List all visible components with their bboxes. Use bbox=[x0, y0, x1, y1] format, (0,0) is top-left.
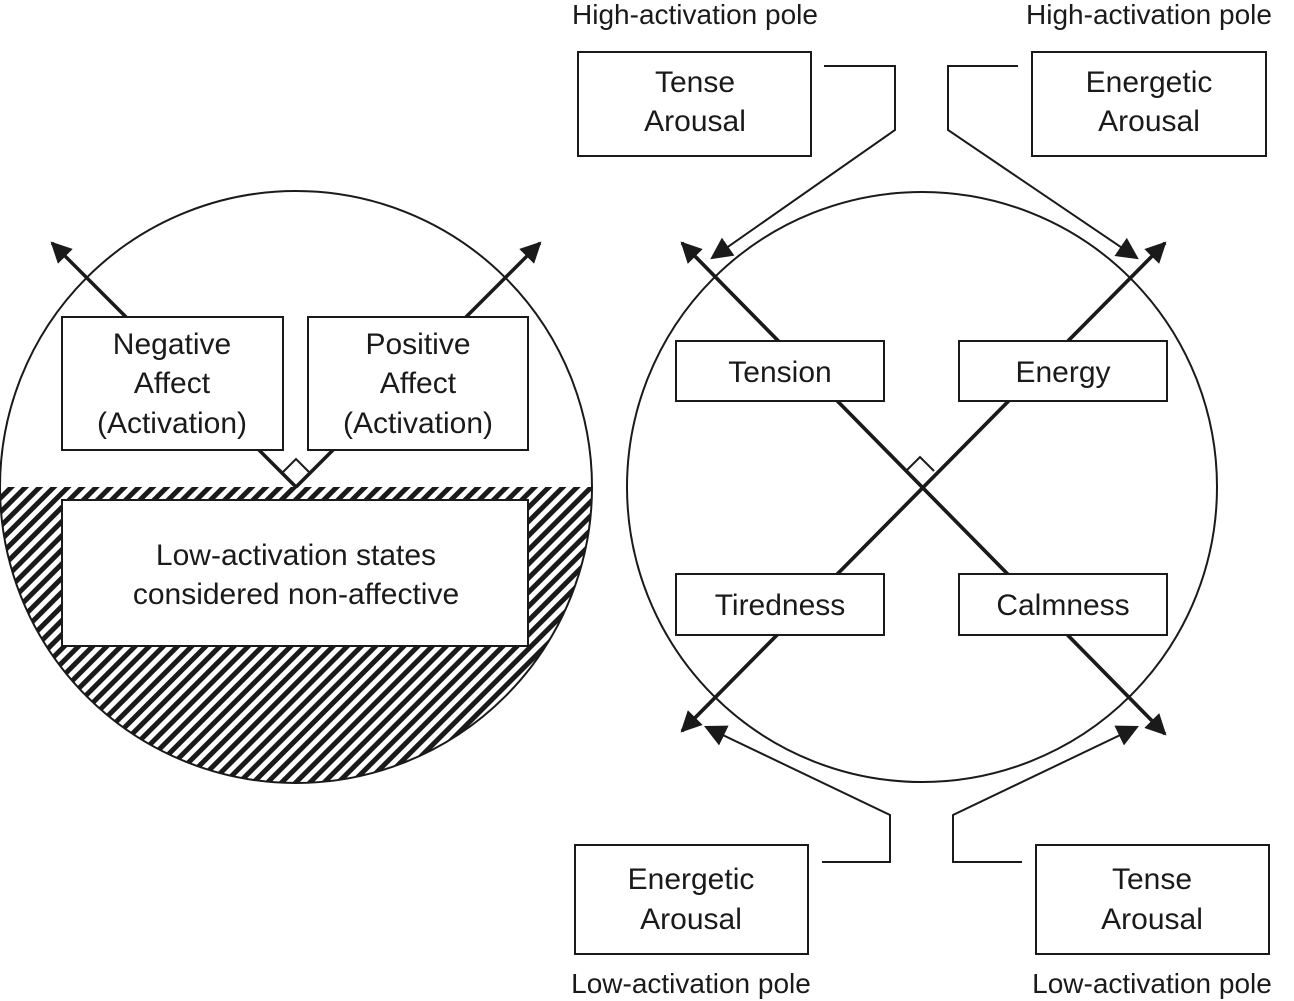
top-right-pole-label: High-activation pole bbox=[1026, 0, 1272, 30]
tiredness-label: Tiredness bbox=[715, 589, 846, 622]
top-right-arousal-line-2: Arousal bbox=[1098, 105, 1200, 138]
low-activation-line-2: considered non-affective bbox=[133, 578, 459, 611]
low-activation-line-1: Low-activation states bbox=[156, 539, 436, 572]
top-right-arousal-line-1: Energetic bbox=[1086, 66, 1213, 99]
negative-affect-box: Negative Affect (Activation) bbox=[61, 316, 284, 451]
top-left-arousal-box: Tense Arousal bbox=[577, 51, 812, 157]
calmness-box: Calmness bbox=[958, 573, 1168, 636]
positive-affect-box: Positive Affect (Activation) bbox=[307, 316, 529, 451]
bottom-left-arousal-box: Energetic Arousal bbox=[574, 844, 809, 955]
positive-affect-line-3: (Activation) bbox=[343, 407, 493, 440]
tiredness-axis-arrow-down bbox=[680, 241, 1167, 733]
tiredness-box: Tiredness bbox=[675, 573, 885, 636]
calmness-label: Calmness bbox=[996, 589, 1129, 622]
top-left-arousal-line-1: Tense bbox=[655, 66, 735, 99]
tense-arousal-high-connector bbox=[710, 65, 896, 260]
right-angle-marker bbox=[281, 457, 311, 474]
top-left-arousal-line-2: Arousal bbox=[644, 105, 746, 138]
top-right-arousal-box: Energetic Arousal bbox=[1031, 51, 1267, 157]
bottom-right-pole-label: Low-activation pole bbox=[1032, 968, 1272, 999]
left-panel: Negative Affect (Activation) Positive Af… bbox=[0, 190, 593, 784]
negative-affect-line-1: Negative bbox=[113, 328, 231, 361]
low-activation-box: Low-activation states considered non-aff… bbox=[61, 499, 529, 647]
tension-box: Tension bbox=[675, 340, 885, 402]
right-activation-circle bbox=[626, 191, 1218, 783]
energetic-arousal-high-connector bbox=[947, 65, 1139, 260]
bottom-left-pole-label: Low-activation pole bbox=[571, 968, 811, 999]
bottom-right-arousal-line-1: Tense bbox=[1112, 863, 1192, 896]
bottom-left-arousal-line-2: Arousal bbox=[640, 903, 742, 936]
negative-affect-line-2: Affect bbox=[134, 367, 211, 400]
bottom-right-arousal-box: Tense Arousal bbox=[1035, 844, 1270, 955]
top-left-pole-label: High-activation pole bbox=[572, 0, 818, 30]
left-activation-circle bbox=[0, 190, 593, 784]
energy-label: Energy bbox=[1015, 356, 1110, 389]
energy-box: Energy bbox=[958, 340, 1168, 402]
bottom-left-arousal-line-1: Energetic bbox=[628, 863, 755, 896]
energetic-arousal-low-connector bbox=[704, 725, 891, 863]
right-angle-marker-right bbox=[905, 455, 935, 472]
tension-label: Tension bbox=[728, 356, 831, 389]
tense-arousal-low-connector bbox=[952, 725, 1139, 863]
right-panel: Tension Energy Tiredness Calmness High-a… bbox=[571, 0, 1272, 999]
positive-affect-line-2: Affect bbox=[380, 367, 457, 400]
negative-affect-line-3: (Activation) bbox=[97, 407, 247, 440]
positive-affect-line-1: Positive bbox=[365, 328, 470, 361]
bottom-right-arousal-line-2: Arousal bbox=[1101, 903, 1203, 936]
